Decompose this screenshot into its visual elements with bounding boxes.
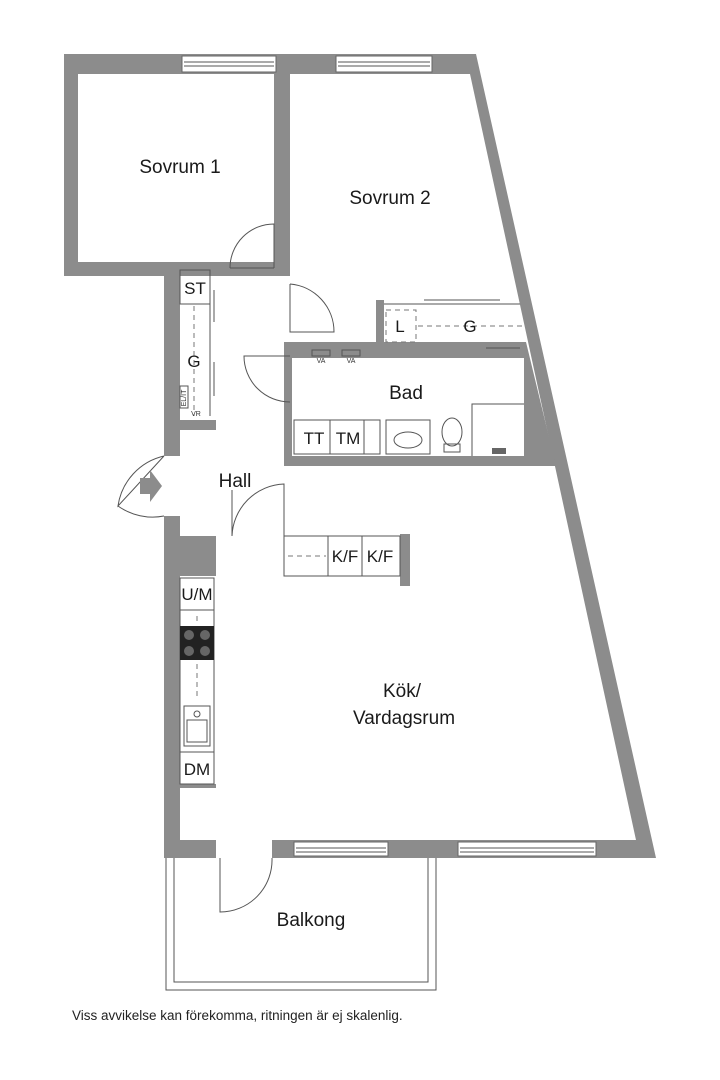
sink-kitchen-icon — [183, 705, 211, 747]
label-tm: TM — [336, 429, 361, 448]
wall-kitchen-stub — [180, 536, 216, 576]
kitchen-counter — [179, 577, 215, 785]
shower-area — [471, 403, 524, 456]
walls — [64, 54, 656, 858]
window-kitchen-left — [293, 841, 389, 857]
label-dm: DM — [184, 760, 210, 779]
label-sovrum1: Sovrum 1 — [139, 157, 220, 178]
entry-arrow-icon — [140, 470, 162, 502]
label-g-hall: G — [187, 352, 200, 371]
wall-kitchen-bottom — [180, 784, 216, 788]
room-labels: Sovrum 1 Sovrum 2 Bad Hall Kök/ Vardagsr… — [139, 157, 455, 931]
stove-icon — [180, 626, 214, 660]
label-elit: EL/IT — [181, 389, 188, 406]
sink-icon — [393, 431, 423, 449]
label-hall: Hall — [219, 471, 252, 492]
label-kf1: K/F — [332, 547, 358, 566]
label-va1: VA — [317, 358, 326, 365]
door-entry — [117, 455, 165, 518]
window-kitchen-right — [457, 841, 597, 857]
counter-run — [179, 577, 215, 785]
toilet-icon — [441, 417, 463, 447]
window-sovrum1 — [181, 55, 277, 73]
label-tt: TT — [304, 429, 325, 448]
window-sovrum2 — [335, 55, 433, 73]
label-kok-line2: Vardagsrum — [353, 708, 455, 729]
label-bad: Bad — [389, 383, 423, 404]
door-kitchen — [231, 483, 285, 537]
electrical-panel — [179, 385, 189, 409]
label-um: U/M — [181, 585, 212, 604]
kf-cabinet — [283, 535, 401, 577]
windows — [181, 55, 597, 857]
label-kok-line1: Kök/ — [383, 681, 422, 702]
wall-bedroom-divider — [274, 74, 290, 274]
bedroom-closet — [384, 299, 524, 343]
label-l: L — [395, 317, 404, 336]
door-sovrum1 — [229, 223, 275, 269]
label-balkong: Balkong — [277, 910, 346, 931]
label-va2: VA — [347, 358, 356, 365]
wall-closet — [376, 300, 384, 342]
wall-kf-pillar — [400, 534, 410, 586]
balcony-door-opening — [216, 840, 272, 858]
fixture-labels: ST G L G TT TM K/F K/F U/M DM VA VA VR E… — [181, 279, 477, 779]
hall-closets — [179, 269, 215, 416]
disclaimer-text: Viss avvikelse kan förekomma, ritningen … — [72, 1008, 403, 1023]
laundry-counter — [293, 419, 381, 455]
balcony — [165, 858, 437, 991]
bathroom-fixtures — [293, 347, 524, 456]
wall-hall-closet — [180, 420, 216, 430]
entry-opening — [164, 456, 182, 516]
door-balkong — [219, 857, 273, 913]
door-sovrum2 — [289, 283, 335, 333]
wall-bathroom — [284, 342, 556, 466]
sink-counter — [385, 419, 431, 455]
label-vr: VR — [191, 411, 201, 418]
kf-unit — [283, 535, 401, 577]
label-g-bedroom: G — [463, 317, 476, 336]
label-st: ST — [184, 279, 206, 298]
label-sovrum2: Sovrum 2 — [349, 188, 430, 209]
doors — [117, 223, 335, 913]
closet-l — [385, 309, 417, 343]
door-bad — [243, 355, 291, 403]
label-kf2: K/F — [367, 547, 393, 566]
